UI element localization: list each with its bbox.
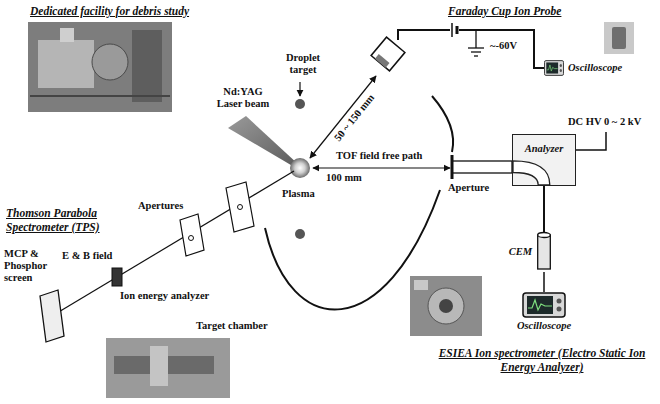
droplet [295, 99, 305, 109]
part-label: Droplet target [278, 52, 328, 76]
distance-arrow [310, 76, 376, 158]
node-label: CEM [509, 246, 532, 258]
faraday-photo [604, 22, 634, 54]
section-title: Dedicated facility for debris study [30, 4, 189, 18]
oscilloscope: Oscilloscope [517, 292, 571, 332]
droplet [295, 229, 305, 239]
section-title: Faraday Cup Ion Probe [448, 4, 561, 18]
facility-photo [28, 22, 172, 112]
cem-detector: CEM [537, 232, 551, 272]
droplet-arrow [299, 82, 300, 96]
part-label: TOF field free path [336, 150, 422, 162]
part-label: Plasma [282, 188, 315, 200]
connector [543, 186, 545, 232]
ion-path [52, 171, 294, 316]
node-label: Analyzer [525, 143, 564, 155]
oscilloscope-icon [522, 292, 566, 318]
cem-cylinder [537, 232, 551, 272]
dimension-label: 50 ~ 150 mm [331, 90, 379, 145]
section-title: Thomson Parabola Spectrometer (TPS) [6, 206, 128, 234]
field-block [112, 268, 122, 286]
ground-symbol [468, 30, 484, 56]
part-label: Target chamber [196, 320, 268, 332]
part-label: Nd:YAG Laser beam [212, 86, 274, 110]
esiea-photo [410, 276, 482, 336]
aperture-plate [180, 214, 204, 256]
chamber-wall [432, 96, 453, 152]
phosphor-screen [40, 290, 64, 342]
oscilloscope: Oscilloscope [544, 60, 622, 76]
aperture-plate [451, 155, 454, 179]
dimension-label: 100 mm [326, 172, 362, 184]
tps-photo [106, 338, 230, 398]
analyzer-channel [513, 135, 575, 185]
part-label: MCP & Phosphor screen [4, 248, 58, 284]
plasma [290, 158, 310, 178]
faraday-cup [371, 37, 405, 71]
distance-arrow [313, 167, 450, 168]
laser-beam [228, 116, 299, 168]
oscilloscope-icon [544, 60, 564, 76]
part-label: Aperture [448, 182, 489, 194]
battery-symbol [452, 23, 457, 37]
voltage-label: DC HV 0 ~ 2 kV [568, 116, 641, 128]
probe-wire [398, 30, 544, 68]
aperture-plate [226, 182, 254, 232]
node-label: Oscilloscope [517, 320, 571, 332]
part-label: Apertures [138, 200, 183, 212]
hv-wire [576, 132, 606, 150]
section-title: ESIEA Ion spectrometer (Electro Static I… [432, 346, 652, 374]
tof-tube [452, 161, 512, 173]
connector [543, 272, 545, 292]
analyzer-box: Analyzer [512, 134, 576, 186]
part-label: Ion energy analyzer [120, 290, 209, 302]
voltage-label: ~-60V [490, 40, 517, 52]
node-label: Oscilloscope [568, 62, 622, 74]
part-label: E & B field [62, 250, 112, 262]
